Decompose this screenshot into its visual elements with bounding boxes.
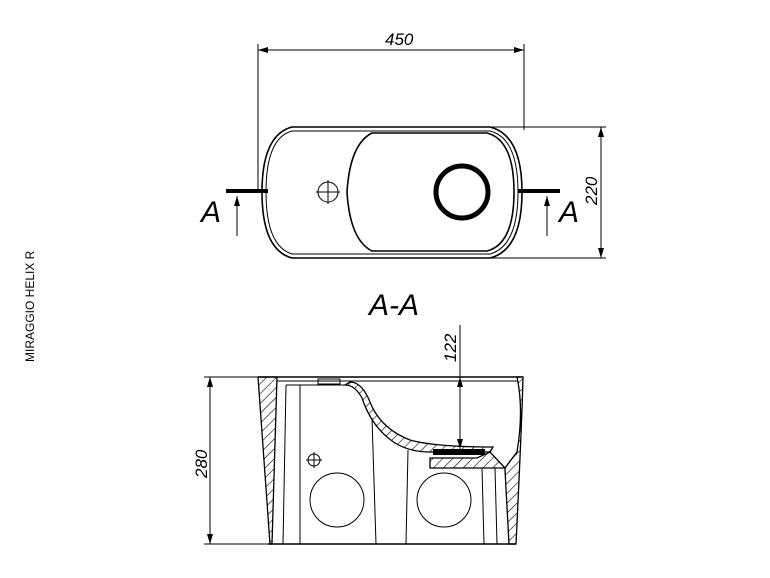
model-label: MIRAGGIO HELIX R <box>23 250 37 362</box>
section-view: 280 122 <box>192 325 524 545</box>
section-title: A-A <box>367 289 419 322</box>
seat-outline <box>346 132 515 252</box>
section-marker-right: A <box>518 189 579 236</box>
width-dimension: 450 <box>385 30 414 49</box>
depth-dimension: 220 <box>582 176 601 206</box>
top-view: 450 220 A A <box>199 30 606 259</box>
side-hole-right <box>416 472 472 528</box>
bowl-depth-dimension: 122 <box>441 333 460 362</box>
height-dimension: 280 <box>192 449 211 479</box>
svg-text:A: A <box>557 196 579 229</box>
side-hole-left <box>309 472 365 528</box>
crosshair-icon <box>306 452 322 468</box>
section-marker-left: A <box>199 189 268 236</box>
drain-hole <box>433 163 491 221</box>
tap-hole-crosshair-icon <box>316 180 340 204</box>
svg-text:A: A <box>199 196 221 229</box>
basin-outline <box>261 126 523 259</box>
